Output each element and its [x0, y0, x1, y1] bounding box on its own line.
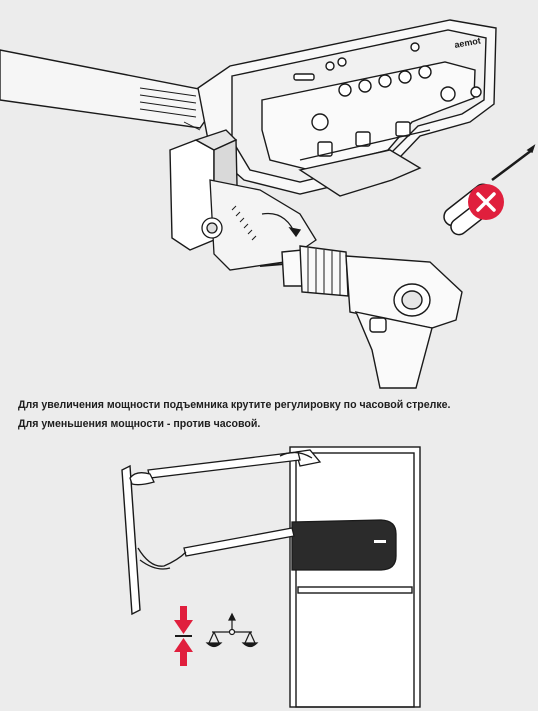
- cabinet-illustration: [121, 446, 421, 708]
- adjuster-assembly: [201, 179, 317, 271]
- prohibited-icon: [468, 184, 504, 220]
- drill-icon: [259, 245, 463, 389]
- brand-label: aemot: [454, 36, 482, 50]
- balance-scale-icon: [205, 612, 259, 648]
- upper-arm: [129, 451, 313, 486]
- open-door: [121, 464, 141, 616]
- up-down-arrows-icon: [174, 606, 193, 666]
- cabinet-body: [289, 446, 421, 708]
- mechanism-illustration: aemot: [0, 19, 536, 389]
- caption-line-1: Для увеличения мощности подъемника крути…: [18, 399, 451, 411]
- caption-line-2: Для уменьшения мощности - против часовой…: [18, 418, 261, 430]
- instruction-caption: Для увеличения мощности подъемника крути…: [18, 396, 528, 434]
- lift-arm: [0, 49, 215, 131]
- mechanism-housing: [197, 19, 497, 197]
- lower-arm: [137, 527, 295, 570]
